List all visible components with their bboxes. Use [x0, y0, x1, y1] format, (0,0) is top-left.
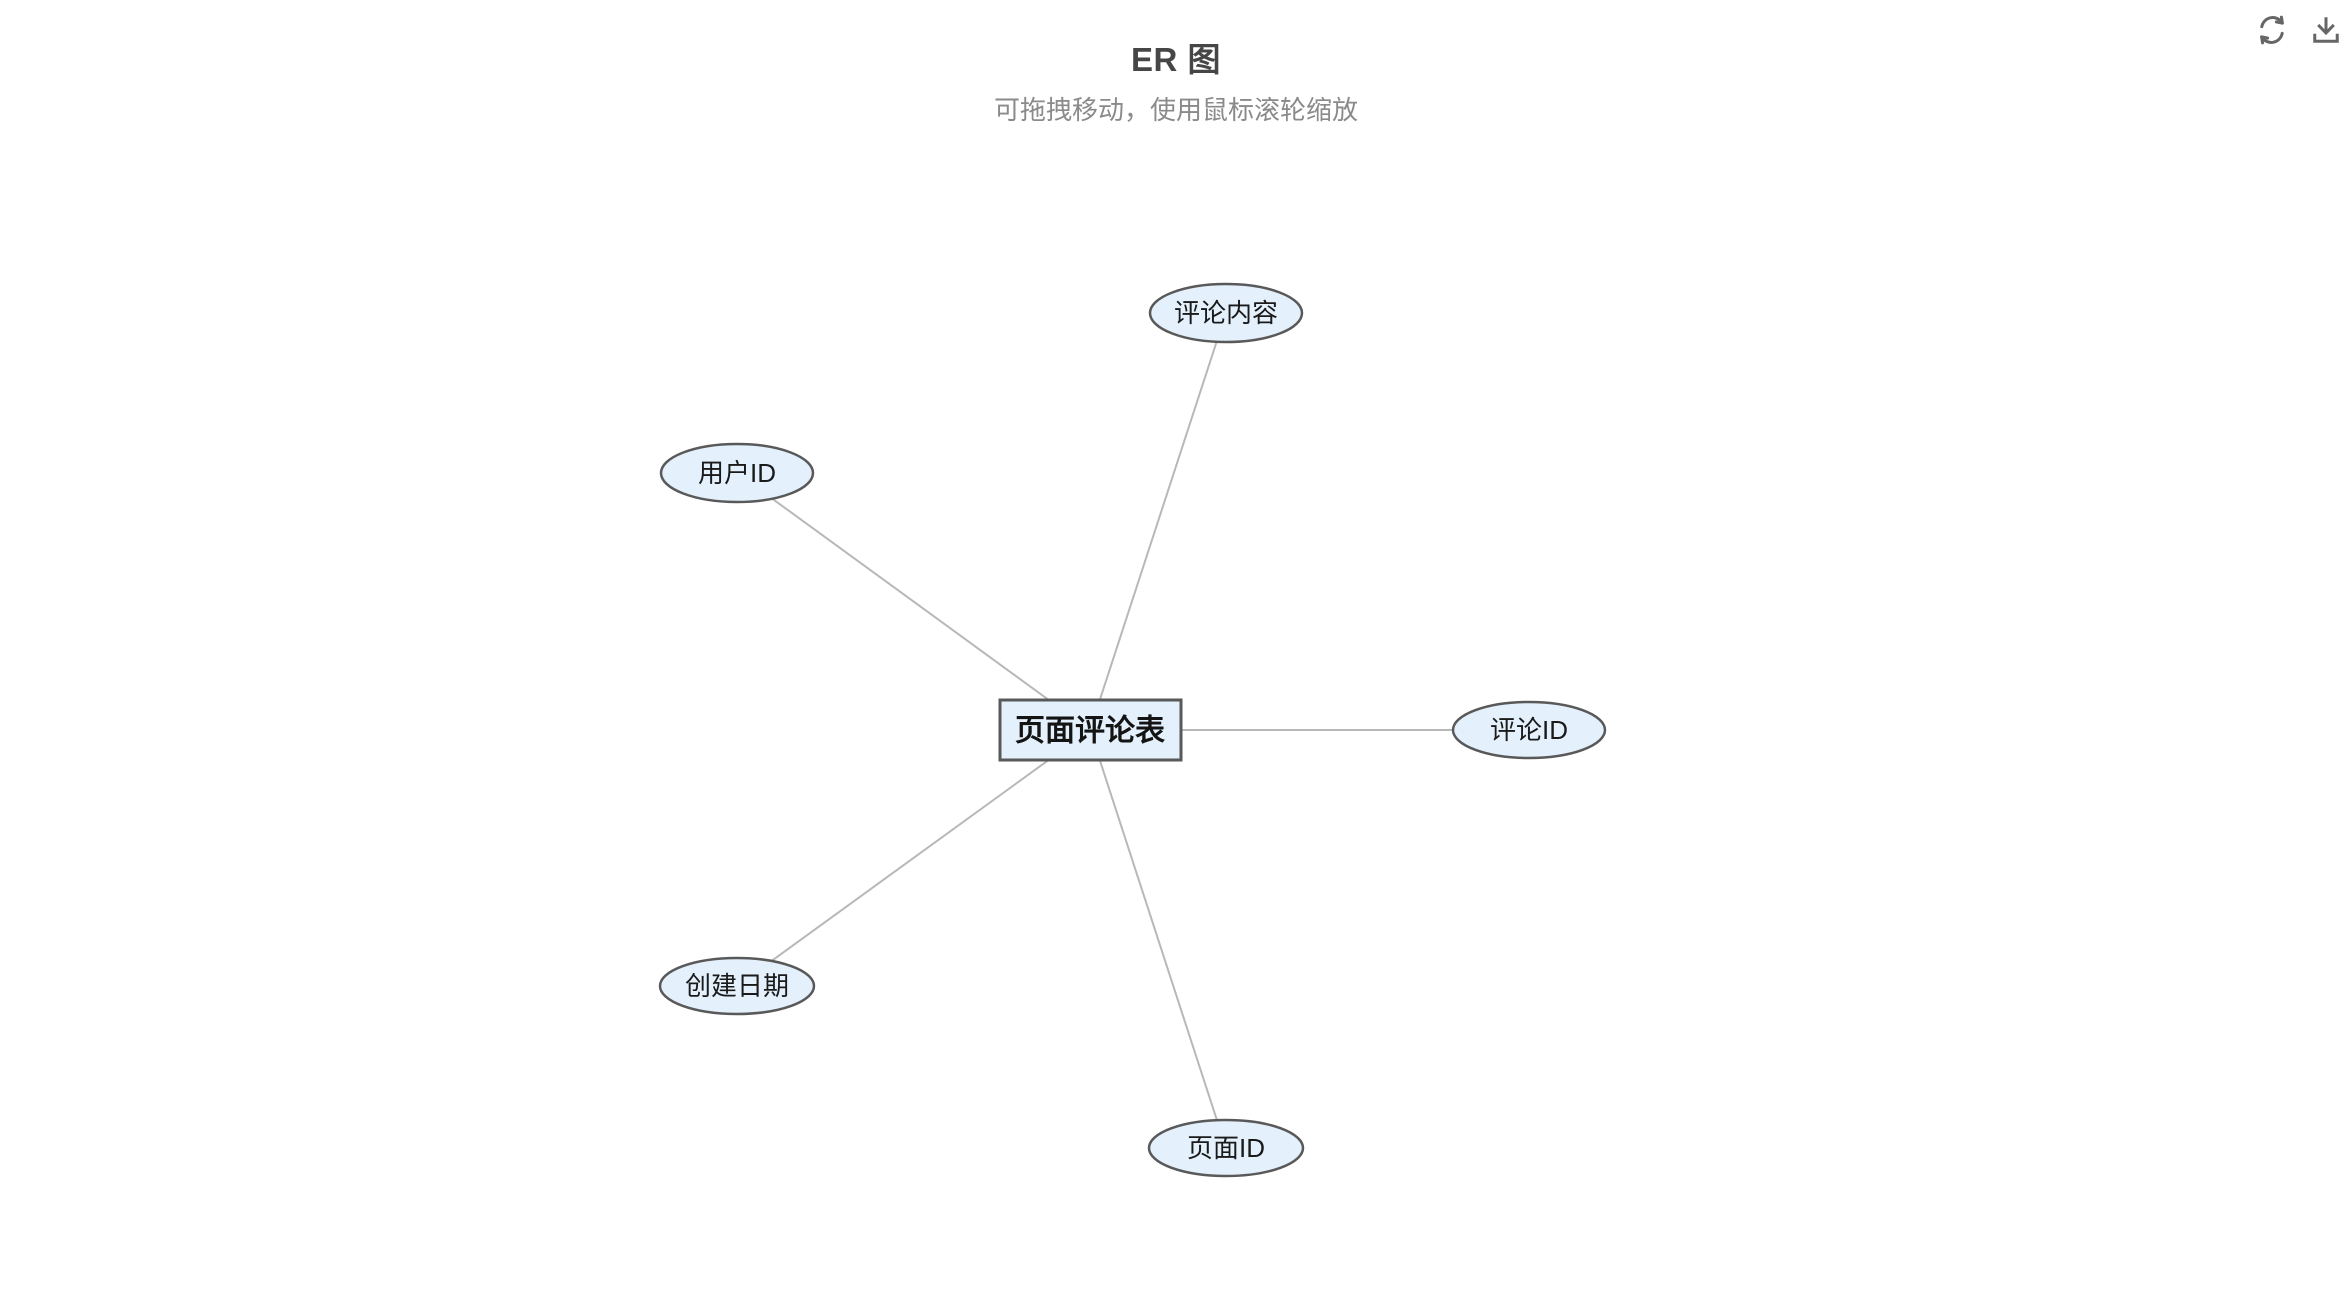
- attribute-label: 创建日期: [685, 971, 789, 1001]
- download-button[interactable]: [2308, 12, 2344, 48]
- attribute-node-page-id[interactable]: 页面ID: [1147, 1118, 1305, 1178]
- edge-entity-to-created-date: [736, 729, 1091, 987]
- entity-label: 页面评论表: [1015, 715, 1165, 748]
- edge-entity-to-user-id: [736, 472, 1091, 731]
- attribute-ellipse[interactable]: [1451, 700, 1607, 760]
- attribute-ellipse[interactable]: [1148, 282, 1304, 344]
- attribute-label: 评论内容: [1174, 298, 1278, 328]
- attribute-ellipse[interactable]: [659, 442, 815, 504]
- page-title: ER 图: [1130, 41, 1221, 78]
- refresh-icon: [2254, 12, 2290, 48]
- page-subtitle: 可拖拽移动，使用鼠标滚轮缩放: [993, 95, 1358, 125]
- edge-entity-to-page-id: [1089, 729, 1227, 1149]
- attribute-label: 评论ID: [1490, 715, 1568, 745]
- attribute-node-created-date[interactable]: 创建日期: [658, 956, 816, 1016]
- attribute-node-comment-content[interactable]: 评论内容: [1148, 282, 1304, 344]
- attribute-label: 页面ID: [1187, 1133, 1265, 1163]
- entity-node-page-comments-table[interactable]: 页面评论表: [998, 698, 1183, 762]
- toolbar: [2254, 12, 2344, 48]
- download-icon: [2308, 12, 2344, 48]
- attribute-node-user-id[interactable]: 用户ID: [659, 442, 815, 504]
- edge-entity-to-comment-content: [1089, 312, 1227, 731]
- attribute-ellipse[interactable]: [658, 956, 816, 1016]
- attribute-node-comment-id[interactable]: 评论ID: [1451, 700, 1607, 760]
- entity-rect[interactable]: [998, 698, 1183, 762]
- attribute-ellipse[interactable]: [1147, 1118, 1305, 1178]
- attribute-label: 用户ID: [698, 458, 776, 488]
- refresh-button[interactable]: [2254, 12, 2290, 48]
